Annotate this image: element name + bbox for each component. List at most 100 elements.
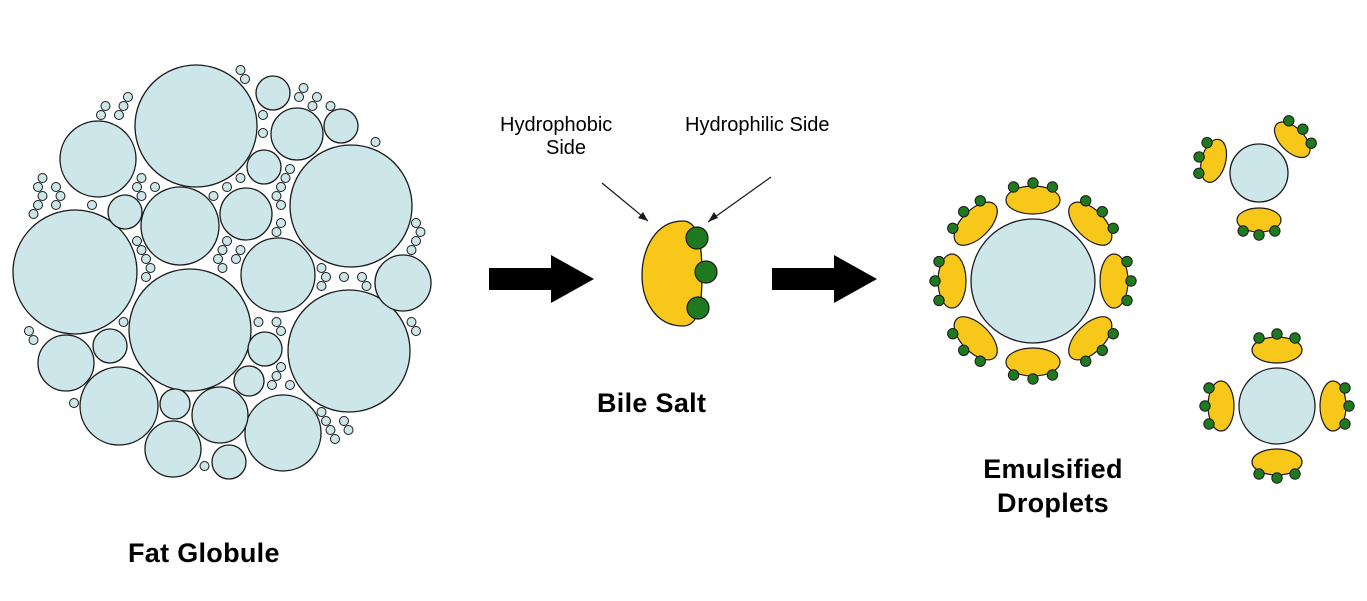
fat-droplet-small [411,218,421,228]
hydrophobic-line2: Side [546,137,587,159]
fat-droplet-small [339,272,349,282]
fat-droplet-small [280,173,291,183]
fat-droplet-small [136,245,147,255]
hydrophilic-head [1046,181,1059,193]
hydrophilic-head [1201,136,1213,149]
fat-droplet-small [96,110,106,120]
hydrophobic-side-label: Hydrophobic Side [500,114,655,160]
fat-droplet-small [370,137,381,147]
hydrophilic-head [1253,468,1265,480]
fat-droplet-small [321,416,331,426]
fat-droplet-small [51,182,61,192]
bile-salt [1199,380,1235,432]
fat-droplet-small [267,380,277,390]
emulsified-droplet [929,177,1137,385]
fat-droplet-small [240,74,250,84]
bile-salt [1005,177,1061,215]
fat-droplet-small [55,191,66,201]
bile-salt [1068,195,1119,246]
hydrophilic-head [1096,206,1108,218]
fat-droplet-small [231,254,241,264]
hydrophilic-head [1253,332,1265,344]
fat-droplet [12,209,138,335]
fat-droplet-small [415,227,426,237]
fat-droplet [289,144,413,268]
emulsified-droplets [929,115,1355,484]
emulsified-droplet [1199,328,1355,484]
fat-droplet-small [276,182,286,192]
fat-droplet-small [150,182,160,192]
hydrophilic-head [686,296,710,320]
fat-droplet-small [312,92,322,102]
fat-droplet-small [136,173,147,183]
hydrophilic-head [958,206,970,218]
fat-droplet-small [28,335,39,345]
hydrophilic-head [933,255,945,268]
hydrophilic-head [1289,332,1301,344]
fat-droplet-small [316,281,327,291]
fat-droplet-small [271,317,282,327]
fat-droplet [233,365,265,397]
hydrophilic-head [933,294,945,307]
arrows [489,255,877,303]
hydrophilic-head [1339,418,1351,430]
fat-droplet-small [276,218,286,228]
fat-droplet-small [406,317,417,327]
fat-droplet-small [321,272,331,282]
hydrophilic-head [974,195,986,207]
emulsified-droplets-label: Emulsified Droplets [948,452,1158,520]
fat-droplet-small [208,191,219,201]
fat-droplet-small [141,254,151,264]
fat-droplet-small [235,245,246,255]
fat-droplet-small [123,92,133,102]
fat-droplet-small [33,200,43,210]
bile-salt [947,316,998,367]
fat-droplet-small [316,407,327,417]
pointer-arrowhead [708,212,718,222]
hydrophilic-head [929,275,941,287]
hydrophobic-tail [641,220,703,327]
fat-droplet-small [213,254,223,264]
bile-salt [1273,115,1317,159]
bile-salt [1251,328,1303,364]
fat-droplet-small [37,191,48,201]
right-arrow-icon [772,255,877,303]
fat-droplet [287,289,411,413]
fat-droplet [246,149,282,185]
hydrophilic-head [1096,344,1108,356]
hydrophilic-head [1203,418,1215,430]
hydrophilic-head [958,344,970,356]
fat-droplet [191,386,249,444]
fat-core [1229,143,1289,203]
fat-droplet-small [411,236,421,246]
fat-droplet-small [357,272,367,282]
fat-droplet-small [132,182,142,192]
pointer-arrowhead [638,212,648,221]
emulsified-line1: Emulsified [983,454,1123,484]
fat-droplet [107,194,143,230]
fat-droplet-small [276,362,286,372]
fat-droplet-small [253,317,264,327]
hydrophilic-head [947,328,959,340]
bile-salt [1068,316,1119,367]
fat-droplet-small [222,182,232,192]
fat-droplet [323,108,359,144]
fat-droplet-small [276,200,286,210]
fat-droplet [255,75,291,111]
bile-salt [929,253,967,309]
fat-droplet-small [330,434,340,444]
hydrophilic-head [1289,468,1301,480]
fat-droplet-small [343,425,354,435]
hydrophilic-pointer [707,176,772,223]
fat-droplet-small [217,245,228,255]
hydrophilic-head [685,226,709,250]
fat-droplet-small [132,236,142,246]
hydrophilic-head [1305,137,1317,149]
fat-droplet [247,331,283,367]
hydrophilic-head [1007,369,1020,381]
fat-droplet-small [406,245,417,255]
bile-salt [1099,253,1137,309]
bile-salt-label: Bile Salt [597,388,707,418]
hydrophilic-head [1193,151,1205,163]
fat-droplet [59,120,137,198]
